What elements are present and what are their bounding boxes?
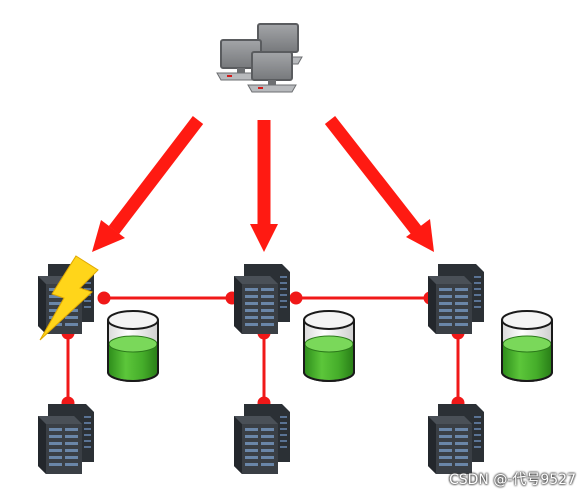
link-node [97, 291, 111, 305]
database-icon [107, 310, 159, 382]
arrow-center [250, 120, 278, 252]
watermark: CSDN @-代号9527 [448, 472, 576, 488]
server-rack-icon [234, 264, 290, 334]
server-rack-icon [234, 404, 290, 474]
arrow-right [324, 115, 434, 252]
server-rack-icon [428, 404, 484, 474]
arrow-left [92, 116, 204, 252]
database-icon [303, 310, 355, 382]
client-workstations-icon [216, 23, 303, 93]
database-icon [501, 310, 553, 382]
server-rack-icon [428, 264, 484, 334]
request-arrows [92, 115, 434, 252]
server-rack-icon [38, 404, 94, 474]
link-node [289, 291, 303, 305]
lightning-bolt-icon [39, 255, 99, 341]
